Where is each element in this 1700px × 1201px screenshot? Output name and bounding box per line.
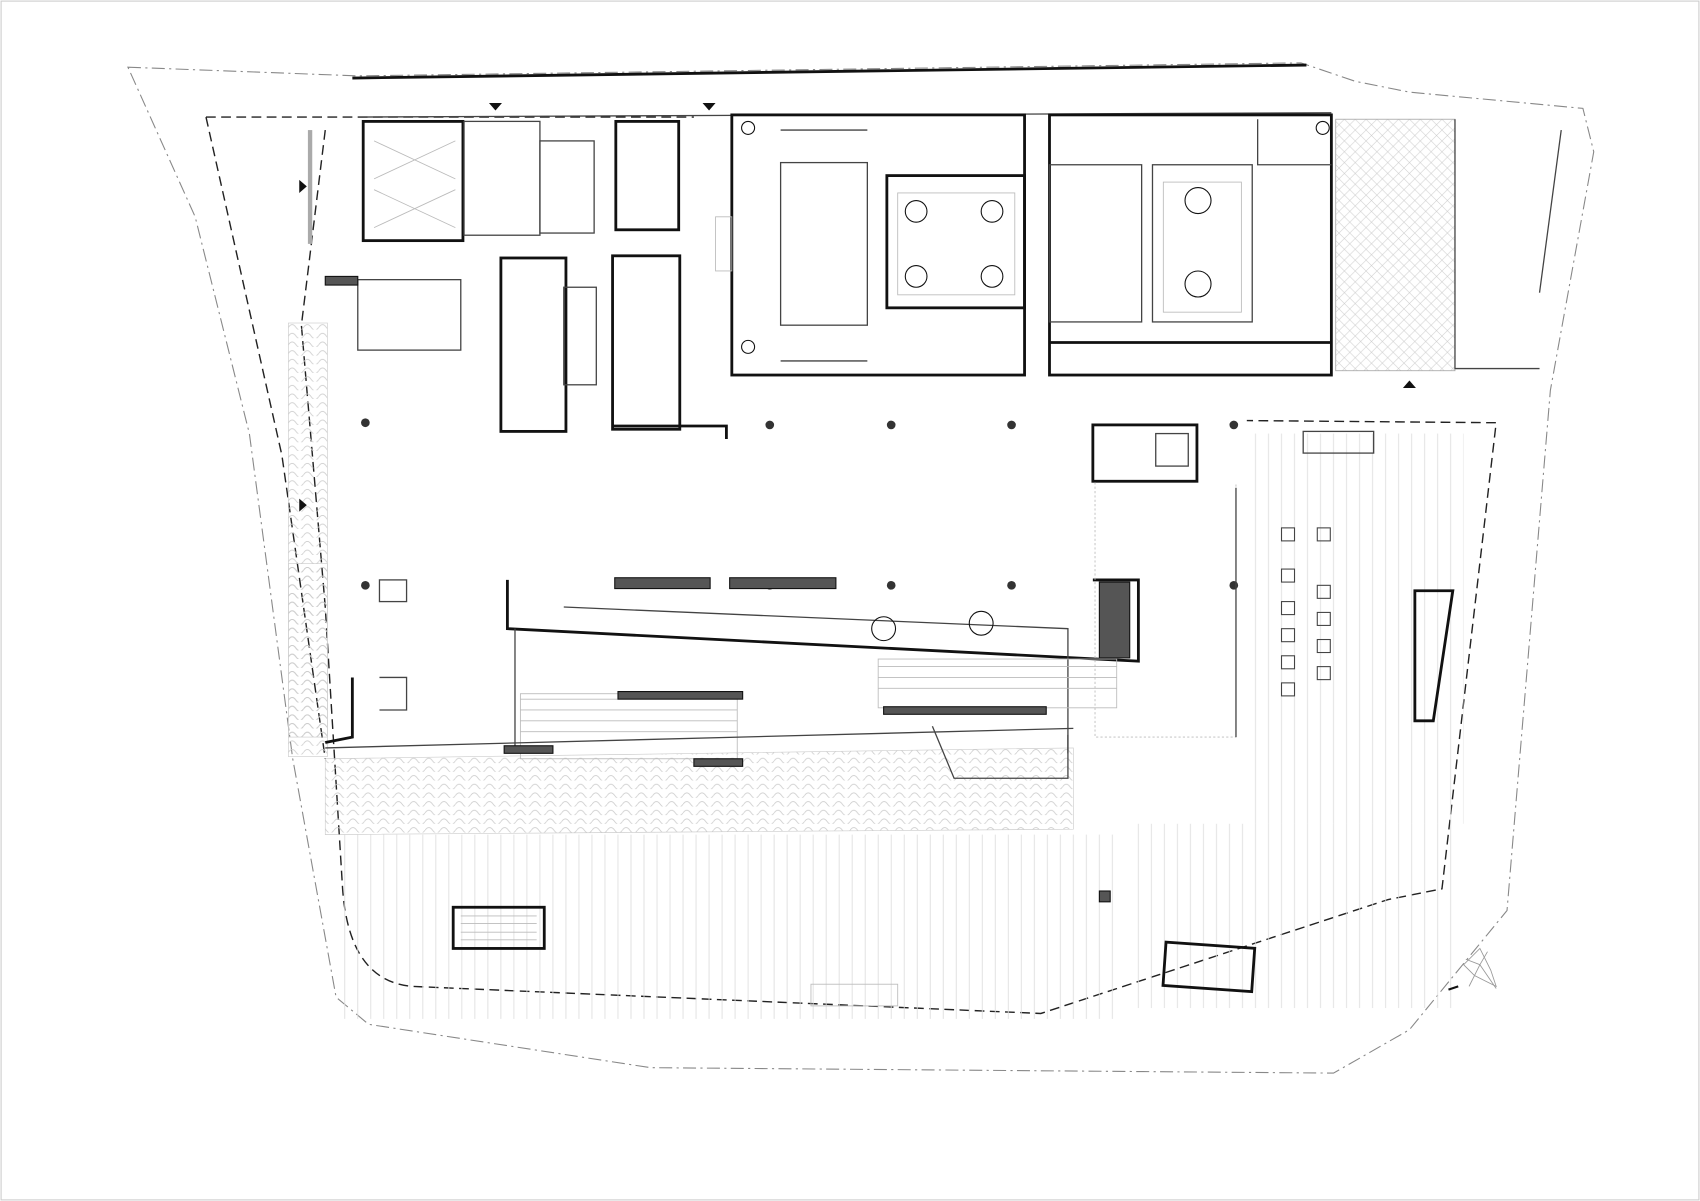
office-courtyard-west: [715, 113, 1026, 377]
canopy-edge: [352, 63, 1307, 80]
tree-icon: [741, 120, 1330, 642]
west-wall-elements: [324, 579, 1074, 749]
cafe-tables: [1280, 527, 1331, 697]
paving-west-2: [288, 563, 328, 738]
tiled-terrace: [1335, 118, 1456, 372]
lift-core-east: [1091, 423, 1199, 483]
landscape-east: [1246, 433, 1464, 824]
core-west: [324, 119, 728, 439]
bench: [307, 130, 313, 244]
columns: [361, 418, 1239, 590]
landscape-south: [336, 834, 1117, 1019]
south-stairs: [451, 890, 1257, 1007]
east-features: [1302, 119, 1562, 723]
landscape-southeast: [1127, 823, 1453, 1009]
site-boundary: [127, 62, 1595, 1074]
entrance-arrow-icon: [299, 102, 1416, 512]
paving-south: [324, 747, 1074, 835]
central-atrium: [503, 482, 1237, 779]
office-courtyard-east: [1048, 113, 1333, 377]
north-arrow-icon: [1448, 947, 1497, 991]
